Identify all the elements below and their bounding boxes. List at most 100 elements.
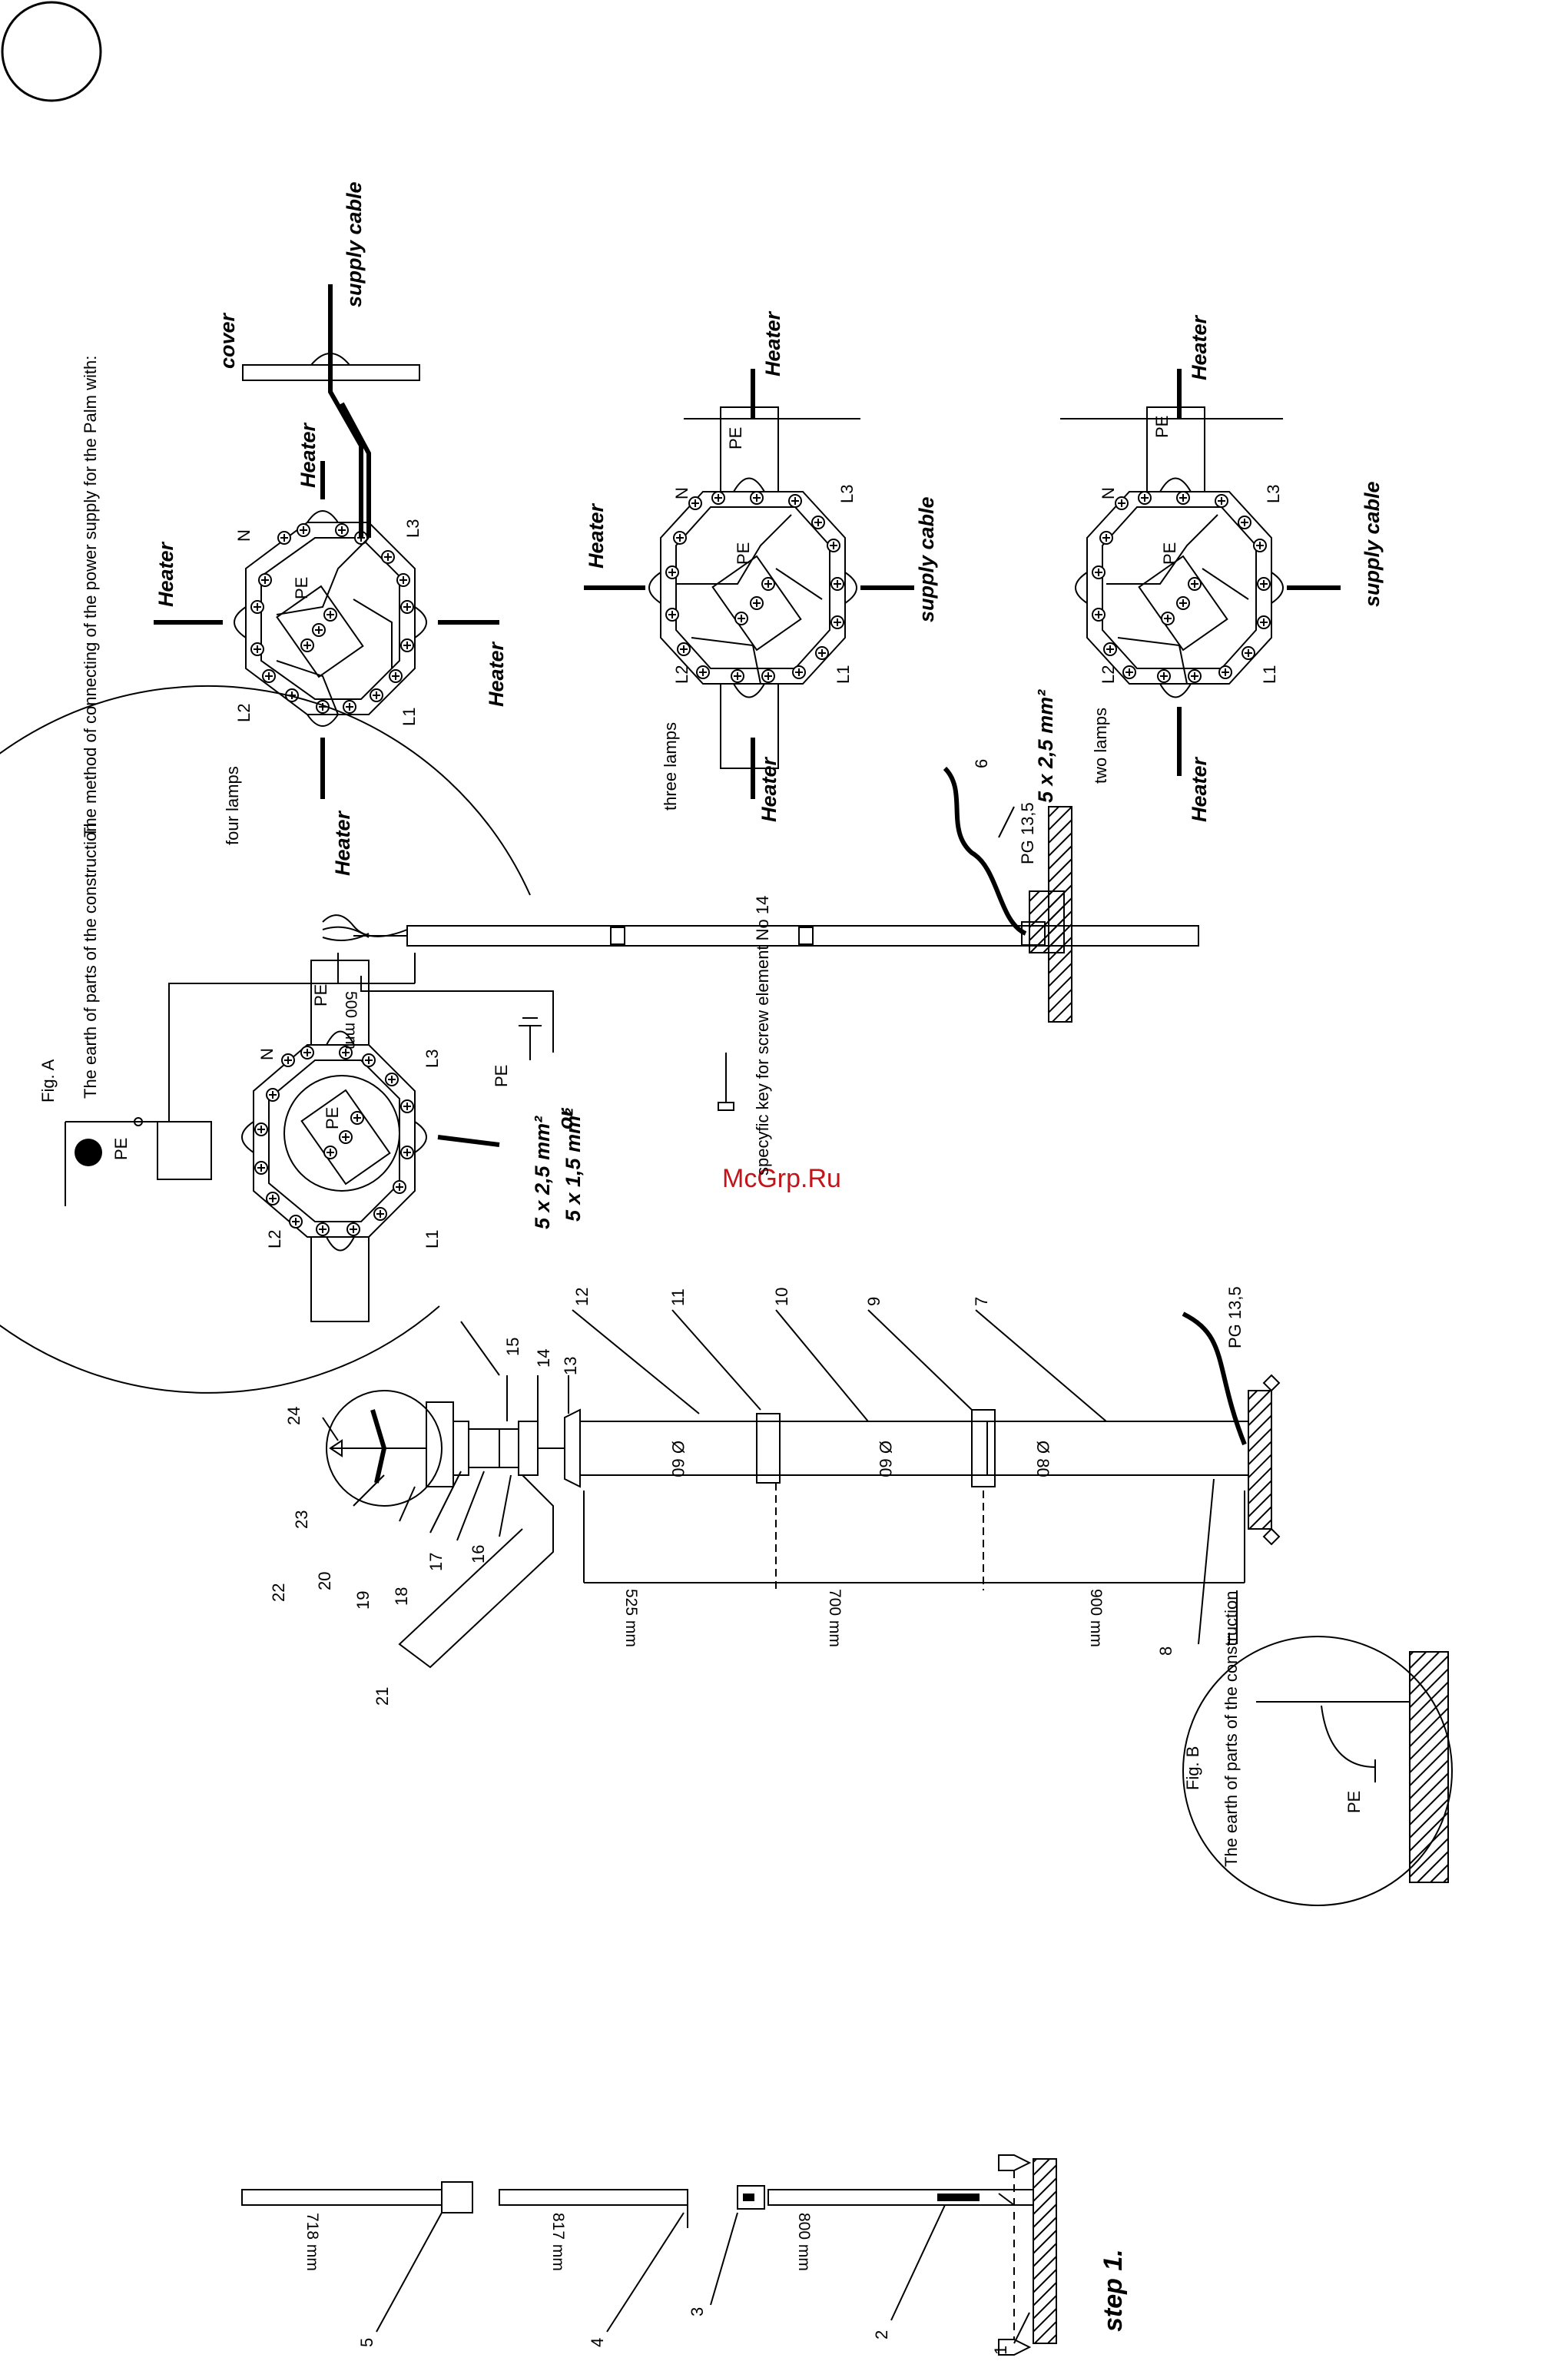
part-number: 15 (503, 1338, 522, 1356)
l1-label: L1 (834, 665, 853, 684)
pe-label: PE (1160, 542, 1179, 565)
fig-b-earth: The earth of parts of the construction (1222, 1590, 1241, 1867)
n-label: N (234, 529, 254, 542)
part-number: 19 (353, 1591, 373, 1610)
l2-label: L2 (1099, 665, 1118, 684)
heater-label: Heater (331, 810, 354, 876)
step-title: step 1. (1099, 2249, 1128, 2332)
fig-a-title: Fig. A (38, 1059, 58, 1103)
supply-cable-label: supply cable (343, 181, 366, 307)
heater-label: Heater (297, 422, 320, 488)
heater-label: Heater (485, 641, 508, 707)
diameter-label: Ø 80 (1033, 1441, 1053, 1477)
heater-label: Heater (1188, 314, 1211, 380)
part-number: 2 (872, 2330, 891, 2339)
l1-label: L1 (423, 1230, 442, 1248)
part-number: 1 (991, 2346, 1010, 2355)
pe-label: PE (311, 984, 330, 1006)
l2-label: L2 (234, 704, 254, 722)
fig-a-cable-1: 5 x 2,5 mm² (531, 1116, 554, 1229)
label-four-lamps: four lamps (223, 766, 242, 845)
part-number: 12 (572, 1288, 592, 1306)
part-number: 3 (688, 2307, 707, 2316)
l3-label: L3 (837, 485, 857, 503)
part-number: 4 (588, 2338, 607, 2347)
l2-label: L2 (672, 665, 691, 684)
part-number: 17 (426, 1553, 446, 1571)
watermark: McGrp.Ru (722, 1164, 841, 1193)
pe-label: PE (292, 577, 311, 599)
junction-box-three-lamps (584, 369, 914, 799)
heater-label: Heater (761, 310, 784, 376)
key-note: specyfic key for screw element No 14 (753, 896, 772, 1176)
l2-label: L2 (265, 1230, 284, 1248)
corner-circle (1, 1, 102, 102)
part-number: 8 (1156, 1646, 1175, 1656)
part-number: 24 (284, 1407, 303, 1425)
part-number: 7 (972, 1297, 991, 1306)
n-label: N (257, 1048, 277, 1060)
part-number: 11 (668, 1288, 688, 1306)
gland-label: PG 13,5 (1225, 1286, 1245, 1348)
l3-label: L3 (403, 519, 423, 538)
cover-label: cover (216, 312, 239, 369)
dimension-label: 817 mm (549, 2213, 567, 2271)
l1-label: L1 (399, 708, 419, 726)
fig-a-earth: The earth of parts of the construction (81, 822, 100, 1099)
dimension-label: 500 mm (342, 991, 360, 1050)
n-label: N (672, 487, 691, 499)
fig-b-title: Fig. B (1183, 1746, 1202, 1790)
fig-a-cable-2: 5 x 1,5 mm² (562, 1108, 585, 1222)
dimension-label: 718 mm (303, 2213, 321, 2271)
fig-b-detail (1182, 1633, 1453, 1906)
diameter-label: Ø 60 (876, 1441, 895, 1477)
part-number: 18 (392, 1587, 411, 1606)
part-number: 22 (269, 1583, 288, 1602)
gland-label: PG 13,5 (1018, 802, 1037, 864)
key-sketch (718, 1053, 734, 1111)
part-number: 6 (972, 759, 991, 768)
dimension-label: 800 mm (795, 2213, 813, 2271)
pe-label: PE (492, 1065, 511, 1087)
l3-label: L3 (423, 1050, 442, 1068)
heater-label: Heater (757, 756, 781, 822)
part-number: 20 (315, 1572, 334, 1590)
diameter-label: Ø 60 (668, 1441, 688, 1477)
dimension-label: 900 mm (1087, 1589, 1105, 1647)
junction-box-four-lamps (154, 284, 499, 799)
supply-cable-label: supply cable (915, 496, 938, 622)
l3-label: L3 (1264, 485, 1283, 503)
pe-label: PE (726, 427, 745, 449)
part-number: 23 (292, 1510, 311, 1529)
mid-assembly (322, 766, 1199, 1023)
intro-text: The method of connecting of the power su… (81, 356, 100, 837)
n-label: N (1099, 487, 1118, 499)
part-number: 9 (864, 1297, 883, 1306)
fig-a-or: or (554, 1108, 577, 1129)
step1-pieces (241, 2154, 1057, 2356)
pe-label: PE (1344, 1791, 1364, 1813)
pe-label: PE (323, 1107, 342, 1129)
heater-label: Heater (1188, 756, 1211, 822)
cable-spec: 5 x 2,5 mm² (1034, 689, 1057, 803)
heater-label: Heater (154, 541, 177, 607)
part-number: 13 (561, 1357, 580, 1375)
pe-label: PE (111, 1138, 131, 1160)
junction-box-two-lamps (1060, 369, 1341, 776)
pe-label: PE (734, 542, 753, 565)
part-number: 10 (772, 1288, 791, 1306)
part-number: 21 (373, 1687, 392, 1706)
dimension-label: 700 mm (826, 1589, 844, 1647)
dimension-label: 525 mm (622, 1589, 640, 1647)
supply-cable-label: supply cable (1361, 481, 1384, 607)
part-number: 14 (534, 1349, 553, 1368)
heater-label: Heater (585, 502, 608, 569)
pe-label: PE (1152, 416, 1172, 438)
label-three-lamps: three lamps (661, 722, 680, 811)
label-two-lamps: two lamps (1091, 708, 1110, 784)
pole-assembly (322, 1309, 1281, 1669)
part-number: 16 (469, 1545, 488, 1563)
part-number: 5 (357, 2338, 376, 2347)
l1-label: L1 (1260, 665, 1279, 684)
